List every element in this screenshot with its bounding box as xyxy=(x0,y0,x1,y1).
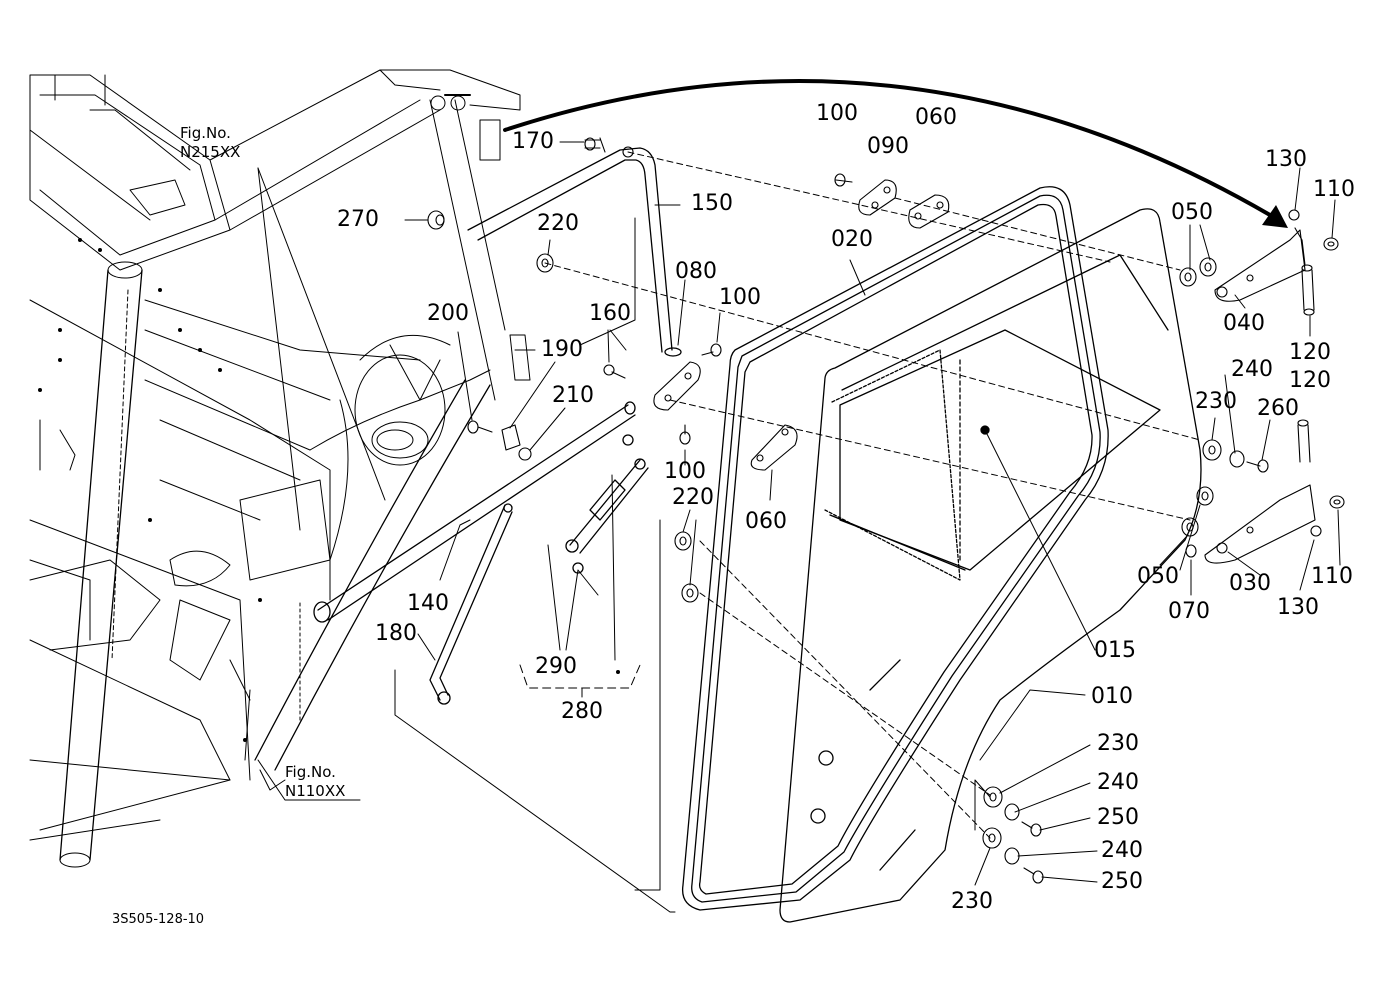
part-label: 100 xyxy=(664,459,706,484)
part-label: 050 xyxy=(1137,564,1179,589)
part-label: 110 xyxy=(1311,564,1353,589)
figure-reference-caption: Fig.No. xyxy=(285,763,336,781)
part-label: 020 xyxy=(831,227,873,252)
part-label: 260 xyxy=(1257,396,1299,421)
figure-reference-n110xx: Fig.No. N110XX xyxy=(285,763,345,801)
part-label: 240 xyxy=(1097,770,1139,795)
part-label: 090 xyxy=(867,134,909,159)
leader-lines xyxy=(394,141,1341,913)
part-label: 240 xyxy=(1101,838,1143,863)
door-glass-010 xyxy=(779,208,1202,923)
part-label: 200 xyxy=(427,301,469,326)
part-label: 220 xyxy=(537,211,579,236)
figure-reference-lines xyxy=(257,167,386,801)
part-label: 250 xyxy=(1101,869,1143,894)
part-label: 170 xyxy=(512,129,554,154)
part-label: 130 xyxy=(1265,147,1307,172)
part-label: 015 xyxy=(1094,638,1136,663)
upper-stay-rod xyxy=(467,147,682,357)
figure-reference-code: N215XX xyxy=(180,142,241,161)
part-label: 250 xyxy=(1097,805,1139,830)
part-label: 070 xyxy=(1168,599,1210,624)
assembly-arrow xyxy=(503,79,1272,217)
part-label: 100 xyxy=(719,285,761,310)
assembly-lines xyxy=(544,151,1201,839)
part-label: 060 xyxy=(915,105,957,130)
door-seal-020 xyxy=(681,186,1109,911)
part-label: 220 xyxy=(672,485,714,510)
cab-frame xyxy=(29,69,536,868)
group-bracket-280 xyxy=(519,664,641,698)
part-label: 230 xyxy=(1195,389,1237,414)
part-label: 160 xyxy=(589,301,631,326)
part-label: 290 xyxy=(535,654,577,679)
part-label: 040 xyxy=(1223,311,1265,336)
part-label: 280 xyxy=(561,699,603,724)
part-label: 120 xyxy=(1289,368,1331,393)
part-label: 120 xyxy=(1289,340,1331,365)
part-label: 230 xyxy=(1097,731,1139,756)
part-label: 100 xyxy=(816,101,858,126)
figure-reference-code: N110XX xyxy=(285,781,346,800)
lower-stay-rod-140 xyxy=(313,401,636,623)
gas-strut-280 xyxy=(565,434,649,574)
part-label: 050 xyxy=(1171,200,1213,225)
part-label: 210 xyxy=(552,383,594,408)
part-label: 190 xyxy=(541,337,583,362)
assembly-arrow-head xyxy=(1262,205,1288,228)
part-label: 010 xyxy=(1091,684,1133,709)
part-label: 030 xyxy=(1229,571,1271,596)
part-label: 270 xyxy=(337,207,379,232)
part-label: 140 xyxy=(407,591,449,616)
part-label: 150 xyxy=(691,191,733,216)
part-label: 130 xyxy=(1277,595,1319,620)
part-label: 180 xyxy=(375,621,417,646)
part-label: 060 xyxy=(745,509,787,534)
hardware xyxy=(427,137,1345,884)
figure-reference-caption: Fig.No. xyxy=(180,124,231,142)
part-label: 230 xyxy=(951,889,993,914)
drawing-number: 3S505-128-10 xyxy=(112,912,205,927)
part-label: 080 xyxy=(675,259,717,284)
part-label: 240 xyxy=(1231,357,1273,382)
part-label: 110 xyxy=(1313,177,1355,202)
rod-180 xyxy=(429,503,513,705)
figure-reference-n215xx: Fig.No. N215XX xyxy=(180,124,240,162)
